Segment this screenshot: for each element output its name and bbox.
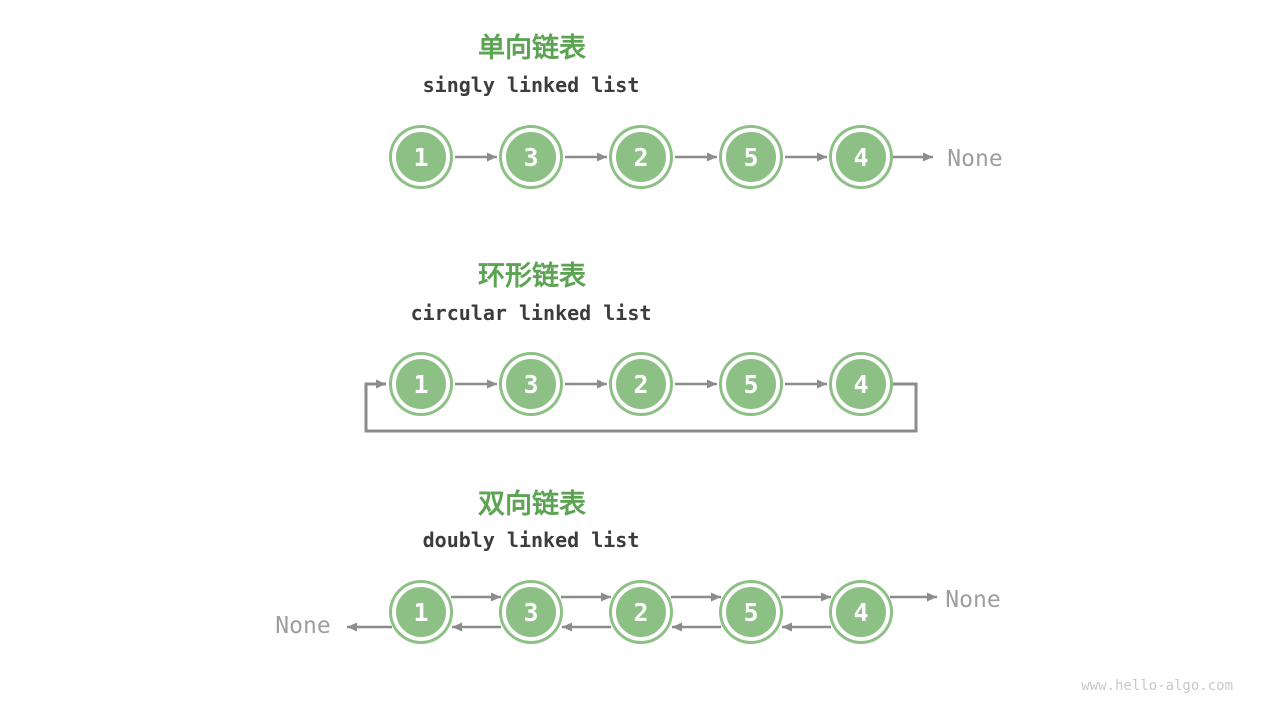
list-node: 5 [722,583,780,641]
list-node: 4 [832,128,890,186]
circular-title-en: circular linked list [410,301,652,325]
node-value: 1 [413,369,429,399]
list-node: 5 [722,128,780,186]
list-node: 2 [612,128,670,186]
watermark: www.hello-algo.com [1081,678,1233,694]
list-node: 3 [502,355,560,413]
none-label: None [947,146,1003,172]
node-value: 1 [413,142,429,172]
list-node: 3 [502,128,560,186]
node-value: 3 [523,142,539,172]
node-value: 2 [633,597,649,627]
node-value: 1 [413,597,429,627]
node-value: 3 [523,369,539,399]
node-value: 4 [853,142,869,172]
list-node: 3 [502,583,560,641]
node-value: 5 [743,369,759,399]
node-value: 5 [743,142,759,172]
singly-title-zh: 单向链表 [478,33,586,64]
node-value: 2 [633,142,649,172]
list-node: 5 [722,355,780,413]
node-value: 2 [633,369,649,399]
doubly-title-en: doubly linked list [422,528,640,552]
none-label: None [945,587,1001,613]
node-value: 4 [853,597,869,627]
list-node: 1 [392,583,450,641]
none-label: None [275,613,331,639]
singly-title-en: singly linked list [422,73,640,97]
node-value: 5 [743,597,759,627]
node-value: 4 [853,369,869,399]
list-node: 1 [392,355,450,413]
list-node: 1 [392,128,450,186]
node-value: 3 [523,597,539,627]
list-node: 2 [612,583,670,641]
circular-title-zh: 环形链表 [478,261,586,292]
list-node: 2 [612,355,670,413]
list-node: 4 [832,355,890,413]
list-node: 4 [832,583,890,641]
doubly-title-zh: 双向链表 [478,489,586,520]
